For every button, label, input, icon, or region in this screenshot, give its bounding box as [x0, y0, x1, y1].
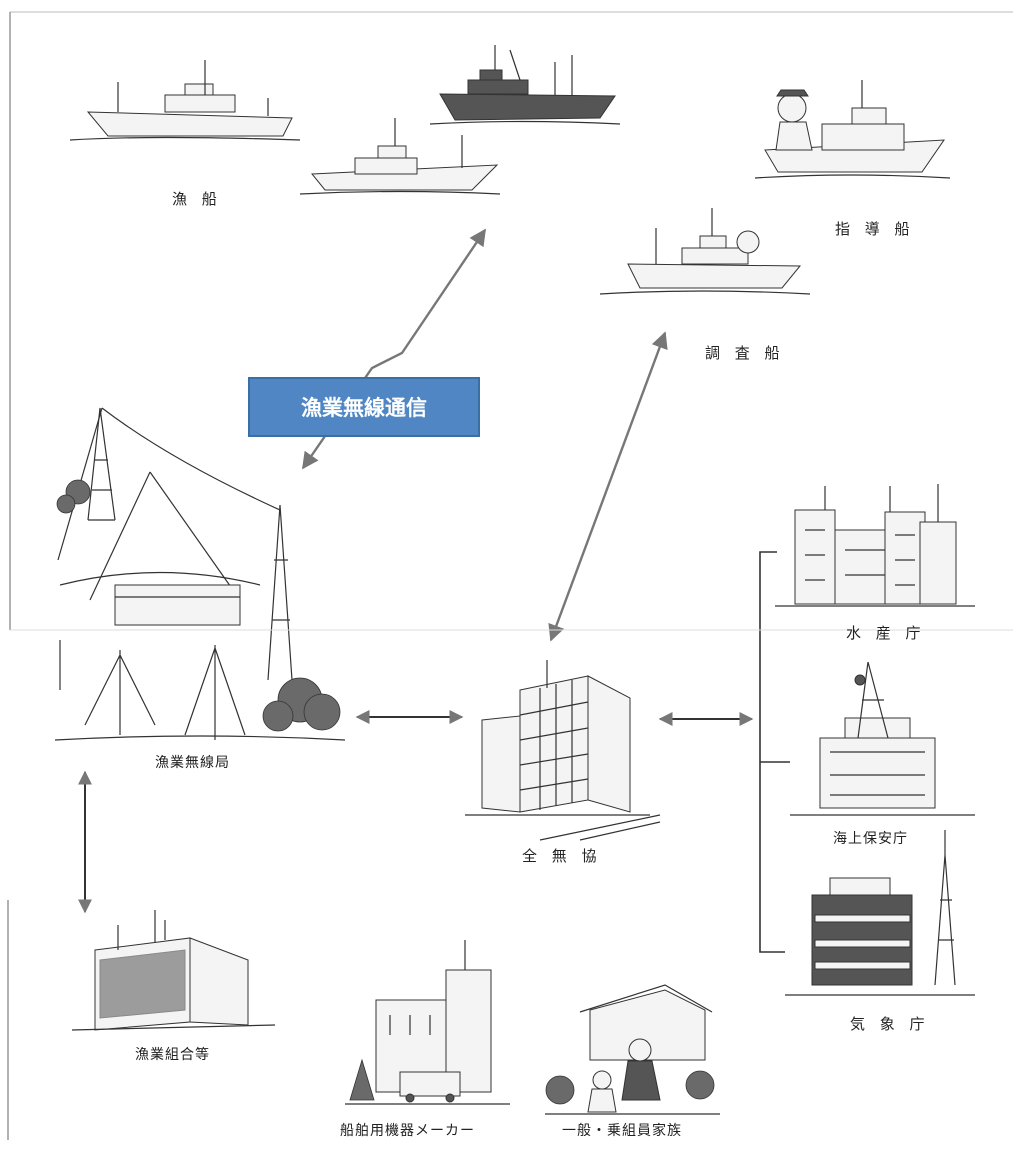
public-and-crew-families-label: 一般・乗組員家族 — [562, 1123, 682, 1139]
government-agencies-bracket — [759, 551, 790, 953]
fisheries-agency-label: 水 産 庁 — [846, 624, 926, 642]
crew-family-house-illustration — [545, 984, 720, 1115]
fishery-cooperatives-label: 漁業組合等 — [135, 1047, 210, 1063]
zenmukyo-building-illustration — [465, 660, 661, 841]
zenmukyo-label: 全 無 協 — [522, 847, 602, 865]
coast-guard-building-illustration — [790, 661, 975, 816]
fishery-radio-station-label: 漁業無線局 — [155, 755, 230, 771]
survey-ship-illustration — [599, 208, 811, 295]
guidance-ship-label: 指 導 船 — [835, 220, 915, 238]
meteorological-agency-building-illustration — [785, 830, 975, 996]
marine-equipment-makers-label: 船舶用機器メーカー — [340, 1123, 475, 1139]
fishing-boat-3-illustration — [299, 118, 501, 195]
fishing-boat-2-illustration — [429, 45, 621, 125]
fisheries-agency-building-illustration — [775, 484, 975, 607]
fishery-cooperatives-building-illustration — [71, 910, 276, 1031]
coast-guard-label: 海上保安庁 — [833, 831, 908, 847]
marine-equipment-maker-building-illustration — [345, 940, 510, 1105]
survey-ship-zenmukyo-arrow — [548, 331, 668, 642]
radio-station-illustration — [54, 407, 346, 741]
fishery-radio-communication-banner: 漁業無線通信 — [248, 377, 480, 437]
fishing-boats-label: 漁 船 — [172, 190, 222, 208]
meteorological-agency-label: 気 象 庁 — [850, 1015, 930, 1033]
fishing-boat-1-illustration — [69, 60, 301, 141]
survey-ship-label: 調 査 船 — [705, 344, 785, 362]
guidance-ship-illustration — [754, 80, 951, 179]
